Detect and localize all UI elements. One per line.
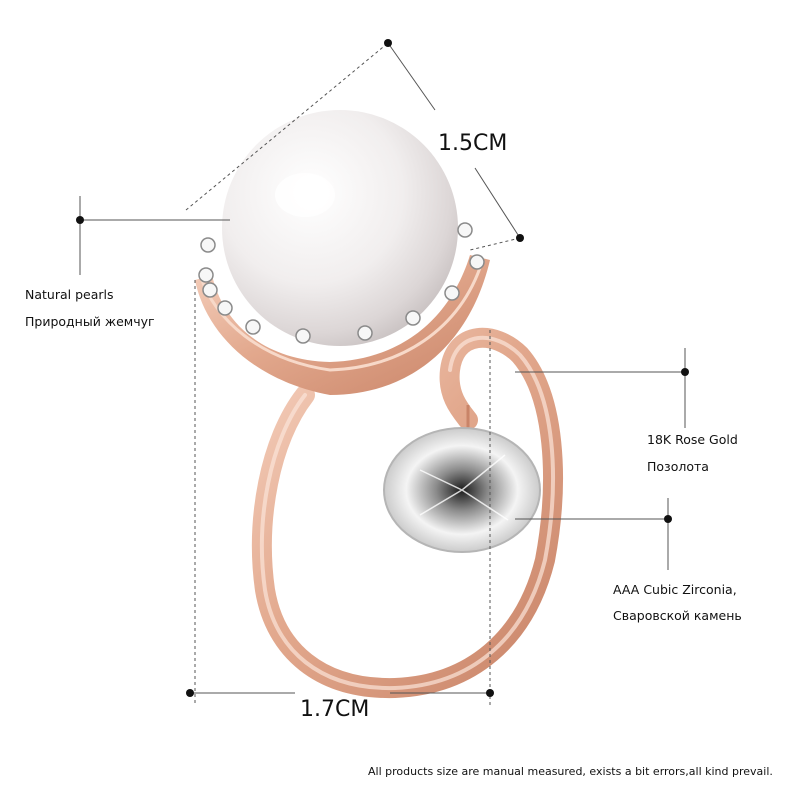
width-dimension-label: 1.5CM [438,131,508,156]
height-dimension-label: 1.7CM [300,697,370,722]
pearl-callout-en: Natural pearls [25,287,114,302]
pearl [222,110,458,346]
gold-callout-ru: Позолота [647,459,709,474]
gold-callout-en: 18K Rose Gold [647,432,738,447]
ring-band [251,327,563,699]
pearl-setting [195,255,490,395]
stone-callout-en: AAA Cubic Zirconia, [613,582,737,597]
stone-callout-ru: Сваровской камень [613,608,742,623]
leader-dots [76,39,689,697]
footer-note: All products size are manual measured, e… [368,765,773,778]
dimension-lines [79,42,686,705]
pearl-callout-ru: Природный жемчуг [25,314,155,329]
crystal-accents [198,222,485,344]
